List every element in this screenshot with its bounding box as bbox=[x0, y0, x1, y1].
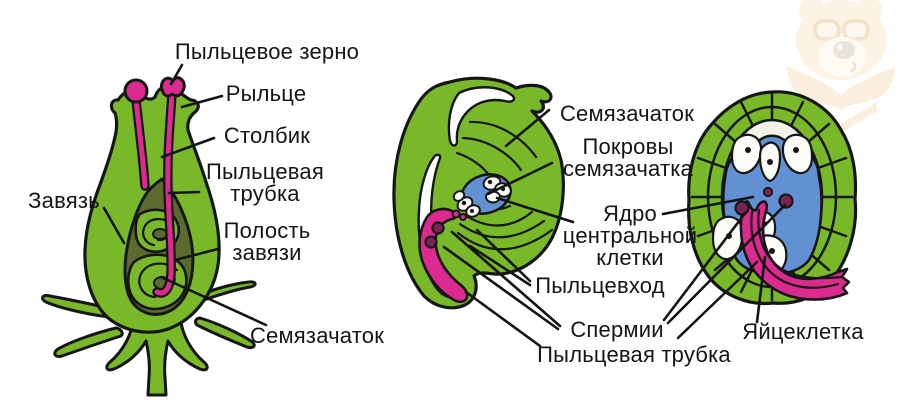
bear-nose bbox=[833, 41, 855, 59]
label-style: Столбик bbox=[223, 123, 311, 148]
label-pollen-grain: Пыльцевое зерно bbox=[174, 39, 360, 64]
bear-logo-watermark-icon bbox=[787, 0, 895, 133]
ovule-in-ovary-drawing bbox=[392, 76, 565, 310]
label-egg-cell: Яйцеклетка bbox=[742, 319, 864, 344]
tube-tip-nub-2 bbox=[459, 213, 467, 221]
sperm-cell-right-2 bbox=[778, 193, 794, 209]
pollen-grain-round bbox=[123, 78, 149, 104]
sperm-cell-middle-2 bbox=[424, 235, 438, 249]
bear-mouth bbox=[849, 61, 857, 73]
pollen-grain-heart bbox=[159, 76, 186, 98]
antipodal-cells bbox=[730, 133, 814, 183]
ovule-lower bbox=[126, 253, 188, 311]
bear-nose-highlight bbox=[837, 44, 843, 50]
upper-slit bbox=[447, 86, 516, 147]
central-cell-nucleus-dot bbox=[762, 186, 774, 198]
label-ovary: Завязь bbox=[28, 188, 100, 213]
receptacle-and-stem bbox=[105, 320, 209, 397]
open-book-icon bbox=[787, 66, 895, 110]
label-pollen-tube-right: Пыльцевая трубка bbox=[537, 342, 731, 367]
label-integuments: Покровы семязачатка bbox=[563, 134, 693, 181]
label-stigma: Рыльце bbox=[225, 81, 307, 106]
label-ovule-middle: Семязачаток bbox=[559, 101, 695, 126]
label-ovule-left: Семязачаток bbox=[249, 323, 385, 348]
tube-tip-nub bbox=[451, 209, 461, 219]
label-micropyle: Пыльцевход bbox=[535, 273, 665, 298]
embryo-sac-drawing bbox=[687, 90, 858, 306]
label-pollen-tube: Пыльцевая трубка bbox=[206, 159, 324, 206]
label-ovary-cavity: Полость завязи bbox=[223, 218, 311, 265]
sperm-cell-middle-1 bbox=[431, 221, 445, 235]
pollen-tubes bbox=[131, 89, 177, 298]
label-central-cell-nucleus: Ядро центральной клетки bbox=[562, 201, 698, 270]
bear-glasses-left-lens bbox=[813, 19, 841, 41]
label-sperm-cells: Спермии bbox=[570, 317, 664, 342]
leader-lines bbox=[102, 63, 787, 348]
bear-glasses-right-lens bbox=[842, 19, 870, 41]
